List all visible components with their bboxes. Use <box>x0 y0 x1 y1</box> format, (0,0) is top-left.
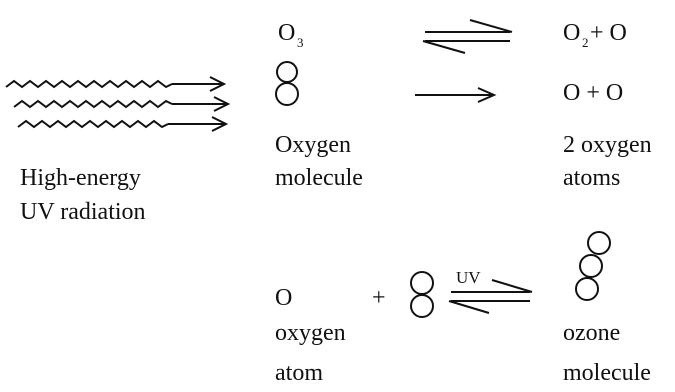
equilibrium-arrow-top-backward-head <box>422 40 466 54</box>
uv-wave-1-arrowhead <box>209 76 227 92</box>
uv-wave-3-zigzag <box>17 119 169 129</box>
uv-wave-3-arrowhead <box>211 116 229 132</box>
ozone-atom-bottom <box>575 277 599 301</box>
o2-formula-subscript: 2 <box>582 35 589 50</box>
uv-radiation-arrows <box>5 76 231 132</box>
oxygen-atom-label-line2: atom <box>275 360 323 386</box>
uv-wave-2 <box>13 96 231 112</box>
reactant-atom-top <box>410 271 434 295</box>
ozone-atom-top <box>587 231 611 255</box>
oxygen-molecule-label-line1: Oxygen <box>275 132 351 158</box>
o-plus-o-products: O + O <box>563 80 623 106</box>
uv-condition-label: UV <box>456 268 481 287</box>
oxygen-atom-symbol: O <box>275 285 292 311</box>
ozone-formula-letter: O <box>278 20 295 46</box>
uv-wave-1 <box>5 76 227 92</box>
oxygen-molecule-label-line2: molecule <box>275 165 363 191</box>
oxygen-molecule-reactant-icon <box>410 271 434 318</box>
high-energy-label: High-energy <box>20 165 141 191</box>
two-oxygen-atoms-label-line1: 2 oxygen <box>563 132 652 158</box>
two-oxygen-atoms-label-line2: atoms <box>563 165 620 191</box>
equilibrium-arrow-top <box>422 19 513 54</box>
uv-radiation-label: UV radiation <box>20 199 146 225</box>
equilibrium-arrow-top-forward-head <box>469 19 513 33</box>
reactant-atom-bottom <box>410 294 434 318</box>
uv-wave-2-arrowhead <box>213 96 231 112</box>
ozone-atom-middle <box>579 254 603 278</box>
uv-wave-3 <box>17 116 229 132</box>
o2-formula-letter: O <box>563 20 580 46</box>
equilibrium-arrow-bottom-backward-head <box>448 300 490 314</box>
oxygen-molecule-atom-top <box>276 61 298 83</box>
uv-wave-1-zigzag <box>5 79 173 89</box>
oxygen-molecule-icon <box>275 61 299 106</box>
oxygen-atom-label-line1: oxygen <box>275 320 346 346</box>
dissociation-arrow <box>415 87 497 103</box>
oxygen-molecule-atom-bottom <box>275 82 299 106</box>
equilibrium-arrow-bottom <box>448 279 533 314</box>
o2-plus-o: + O <box>590 20 627 46</box>
dissociation-arrow-head <box>477 87 497 103</box>
equilibrium-arrow-bottom-forward-head <box>491 279 533 293</box>
ozone-molecule-icon <box>575 231 611 301</box>
ozone-label-line1: ozone <box>563 320 620 346</box>
uv-wave-2-zigzag <box>13 99 173 109</box>
ozone-formula-subscript: 3 <box>297 35 304 50</box>
plus-sign: + <box>372 285 386 311</box>
ozone-label-line2: molecule <box>563 360 651 386</box>
